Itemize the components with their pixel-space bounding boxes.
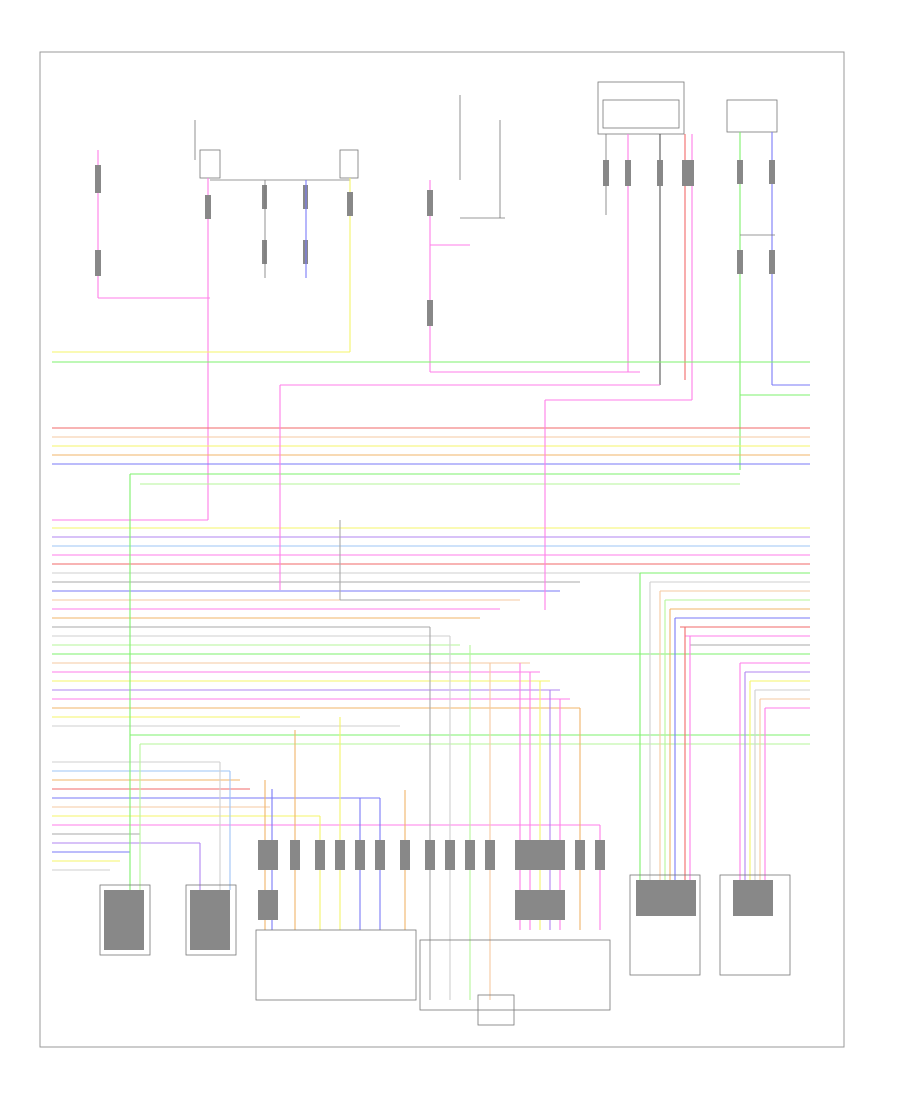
- right-vertical-drops: [639, 573, 766, 890]
- bottom-right-sensor-1: [629, 874, 701, 976]
- right-top-module: [726, 99, 810, 470]
- transmission-module: [255, 929, 611, 1026]
- diagram-frame: [39, 51, 845, 1048]
- bus-group-1: [52, 351, 810, 396]
- bottom-right-sensor-2: [719, 874, 791, 976]
- brake-switch-module: [280, 81, 694, 401]
- top-left-module: [95, 150, 210, 299]
- bottom-left-sensor-1: [99, 884, 151, 956]
- bus-group-4: [52, 761, 600, 871]
- bottom-connector-row: [258, 840, 605, 920]
- center-top-module: [427, 95, 640, 373]
- bottom-left-sensor-2: [185, 884, 237, 956]
- bus-group-3: [52, 527, 810, 727]
- bus-group-2: [52, 427, 810, 485]
- fuse-junction: [52, 120, 359, 521]
